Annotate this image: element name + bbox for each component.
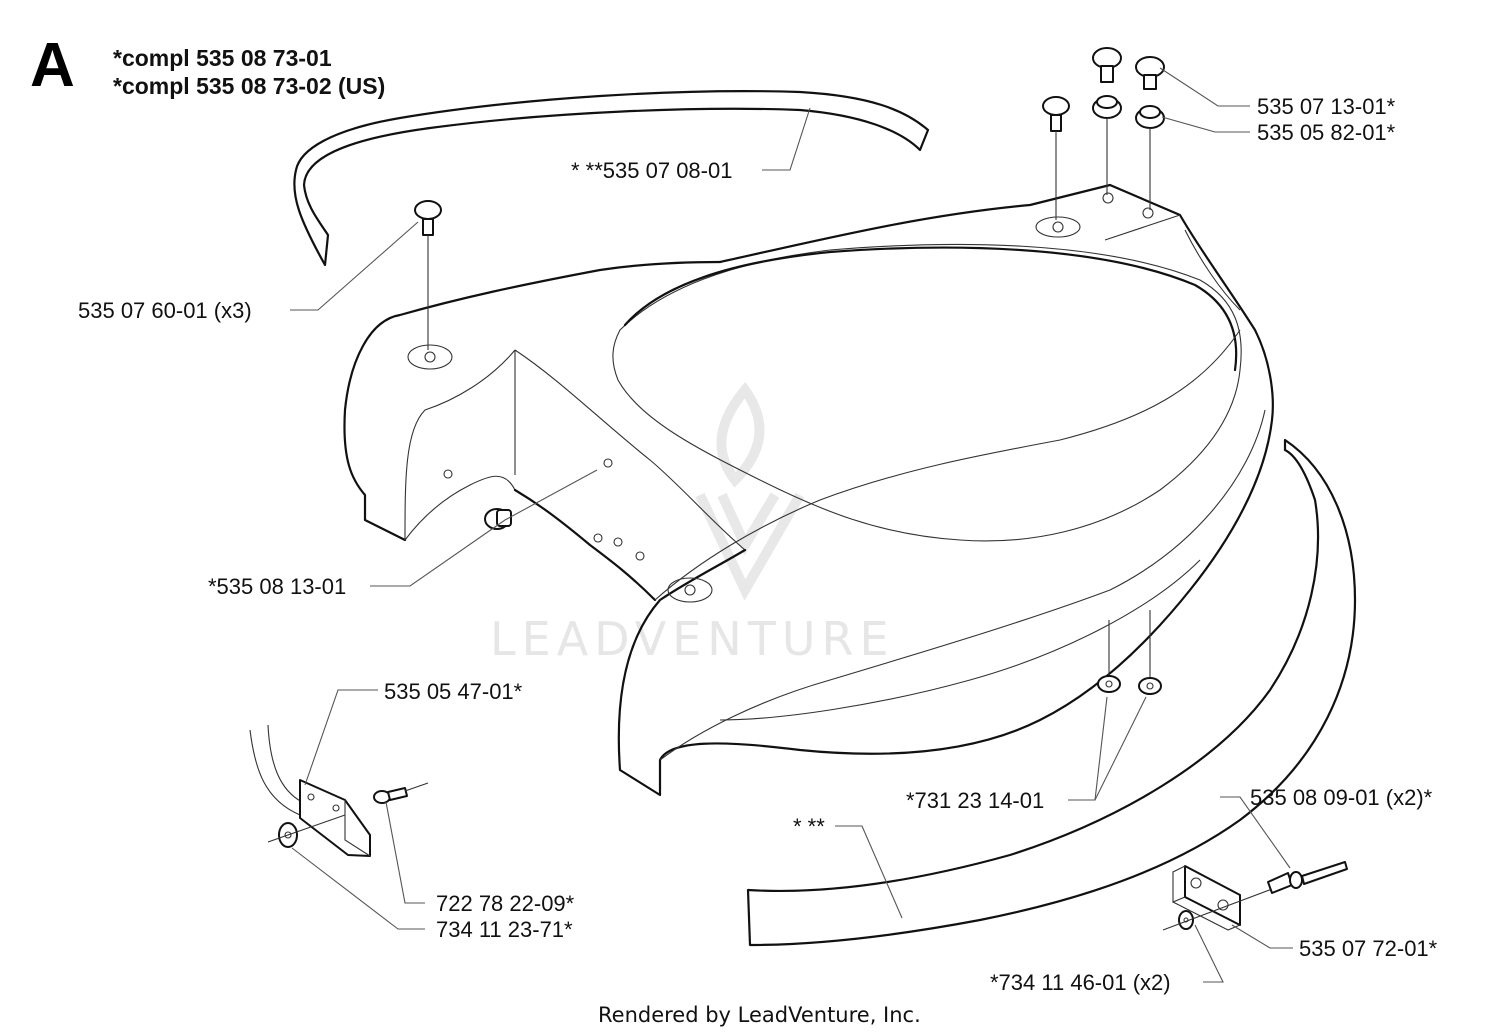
housing-inner-curve [514,349,746,551]
watermark: LEADVENTURE [490,381,895,666]
leader-lines [290,67,1293,983]
callout-722-78-22-09: 722 78 22-09* [436,891,575,916]
footer-credit: Rendered by LeadVenture, Inc. [598,1003,921,1027]
screw-top-left [1042,96,1070,220]
callout-535-07-60-01: 535 07 60-01 (x3) [78,298,252,323]
watermark-text: LEADVENTURE [490,612,895,666]
housing-bottom-flange [513,488,657,602]
clip-plate-535-07-72-01 [1162,861,1348,931]
watermark-logo-icon [695,381,805,601]
nut-731-23-14-01-a [1097,620,1121,693]
section-letter: A [30,31,75,100]
hood-cover [617,183,1274,797]
cap-plug-2 [1135,56,1165,90]
hood-rear-step [1104,214,1241,311]
hood-front-lip [719,559,1201,721]
cap-plug-1 [1092,47,1122,83]
hood-inner-seat [623,246,1238,372]
hood-top-dome [612,243,1242,542]
callout-535-05-47-01: 535 05 47-01* [384,679,523,704]
housing-left-side [343,260,722,542]
bushing-1 [1092,95,1122,195]
callout-535-05-82-01: 535 05 82-01* [1257,120,1396,145]
screw-535-07-60-01 [414,200,442,350]
hood-rim [659,409,1266,761]
pin-722-78-22-09 [373,782,429,804]
switch-bracket-535-05-47-01 [249,724,429,857]
nut-731-23-14-01-b [1138,610,1162,695]
callout-734-11-46-01: *734 11 46-01 (x2) [990,970,1171,995]
assembly-number-2: *compl 535 08 73-02 (US) [113,73,385,99]
callout-stars: * ** [793,814,825,839]
callout-734-11-23-71: 734 11 23-71* [436,917,573,942]
top-trim-strip [293,90,930,267]
right-trim-strip [746,438,1357,947]
callout-535-08-09-01: 535 08 09-01 (x2)* [1250,785,1433,810]
housing-left-edge [404,475,516,541]
callout-535-08-13-01: *535 08 13-01 [208,574,346,599]
callout-535-07-08-01: * **535 07 08-01 [571,158,732,183]
knob-535-08-13-01 [484,508,512,530]
hood-mount-holes [407,192,1154,603]
assembly-number-1: *compl 535 08 73-01 [113,45,332,71]
callout-535-07-13-01: 535 07 13-01* [1257,94,1396,119]
bushing-2 [1135,105,1165,210]
hood-lower-shell [654,329,1241,601]
callout-731-23-14-01: *731 23 14-01 [906,788,1044,813]
pin-535-08-09-01 [1267,861,1348,894]
callout-535-07-72-01: 535 07 72-01* [1299,936,1438,961]
housing-left-fold [404,349,516,541]
